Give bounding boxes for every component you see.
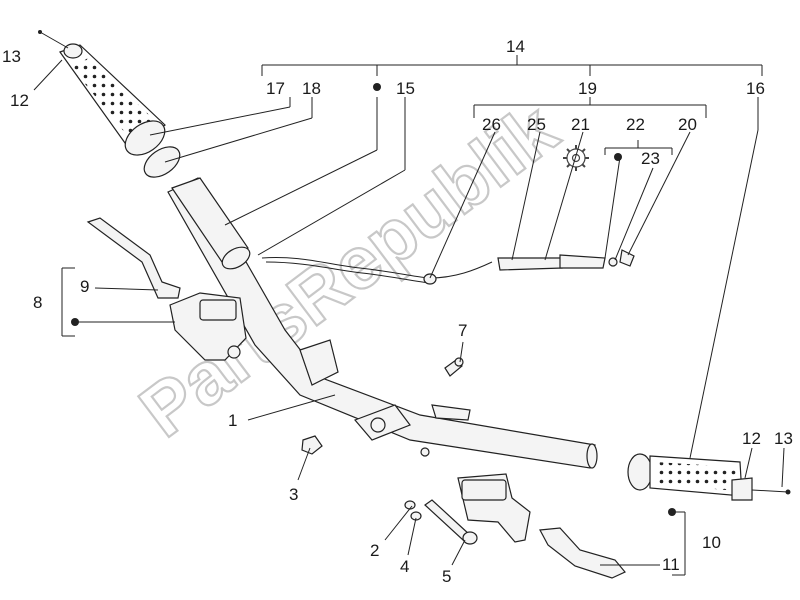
label-11: 11 <box>662 555 680 574</box>
bolt-5 <box>424 499 478 545</box>
bullet-dots <box>71 83 676 516</box>
label-23: 23 <box>641 149 660 168</box>
label-13-right: 13 <box>774 429 793 448</box>
nut-3 <box>301 435 323 455</box>
label-26: 26 <box>482 115 501 134</box>
label-12-left: 12 <box>10 91 29 110</box>
label-14: 14 <box>506 37 525 56</box>
label-4: 4 <box>400 557 409 576</box>
label-5: 5 <box>442 567 451 586</box>
label-9: 9 <box>80 277 89 296</box>
label-8: 8 <box>33 293 42 312</box>
label-7: 7 <box>458 321 467 340</box>
throttle-cable <box>261 145 635 285</box>
label-19: 19 <box>578 79 597 98</box>
label-10: 10 <box>702 533 721 552</box>
label-12-right: 12 <box>742 429 761 448</box>
left-grip <box>38 30 181 178</box>
left-master-cylinder <box>169 292 247 361</box>
label-16: 16 <box>746 79 765 98</box>
label-18: 18 <box>302 79 321 98</box>
label-17: 17 <box>266 79 285 98</box>
label-3: 3 <box>289 485 298 504</box>
label-1: 1 <box>228 411 237 430</box>
right-grip <box>627 453 791 501</box>
label-20: 20 <box>678 115 697 134</box>
label-15: 15 <box>396 79 415 98</box>
right-master-cylinder <box>457 473 531 543</box>
label-2: 2 <box>370 541 379 560</box>
label-21: 21 <box>571 115 590 134</box>
part-labels: 14 17 18 15 19 16 26 25 21 22 20 23 13 1… <box>2 37 793 586</box>
right-brake-lever <box>539 527 626 579</box>
left-brake-lever <box>86 217 181 299</box>
throttle-grip <box>171 177 251 270</box>
screw-7 <box>444 357 464 377</box>
washers-2-4 <box>404 500 422 521</box>
label-13-left: 13 <box>2 47 21 66</box>
leader-lines <box>33 55 785 576</box>
label-22: 22 <box>626 115 645 134</box>
label-25: 25 <box>527 115 546 134</box>
